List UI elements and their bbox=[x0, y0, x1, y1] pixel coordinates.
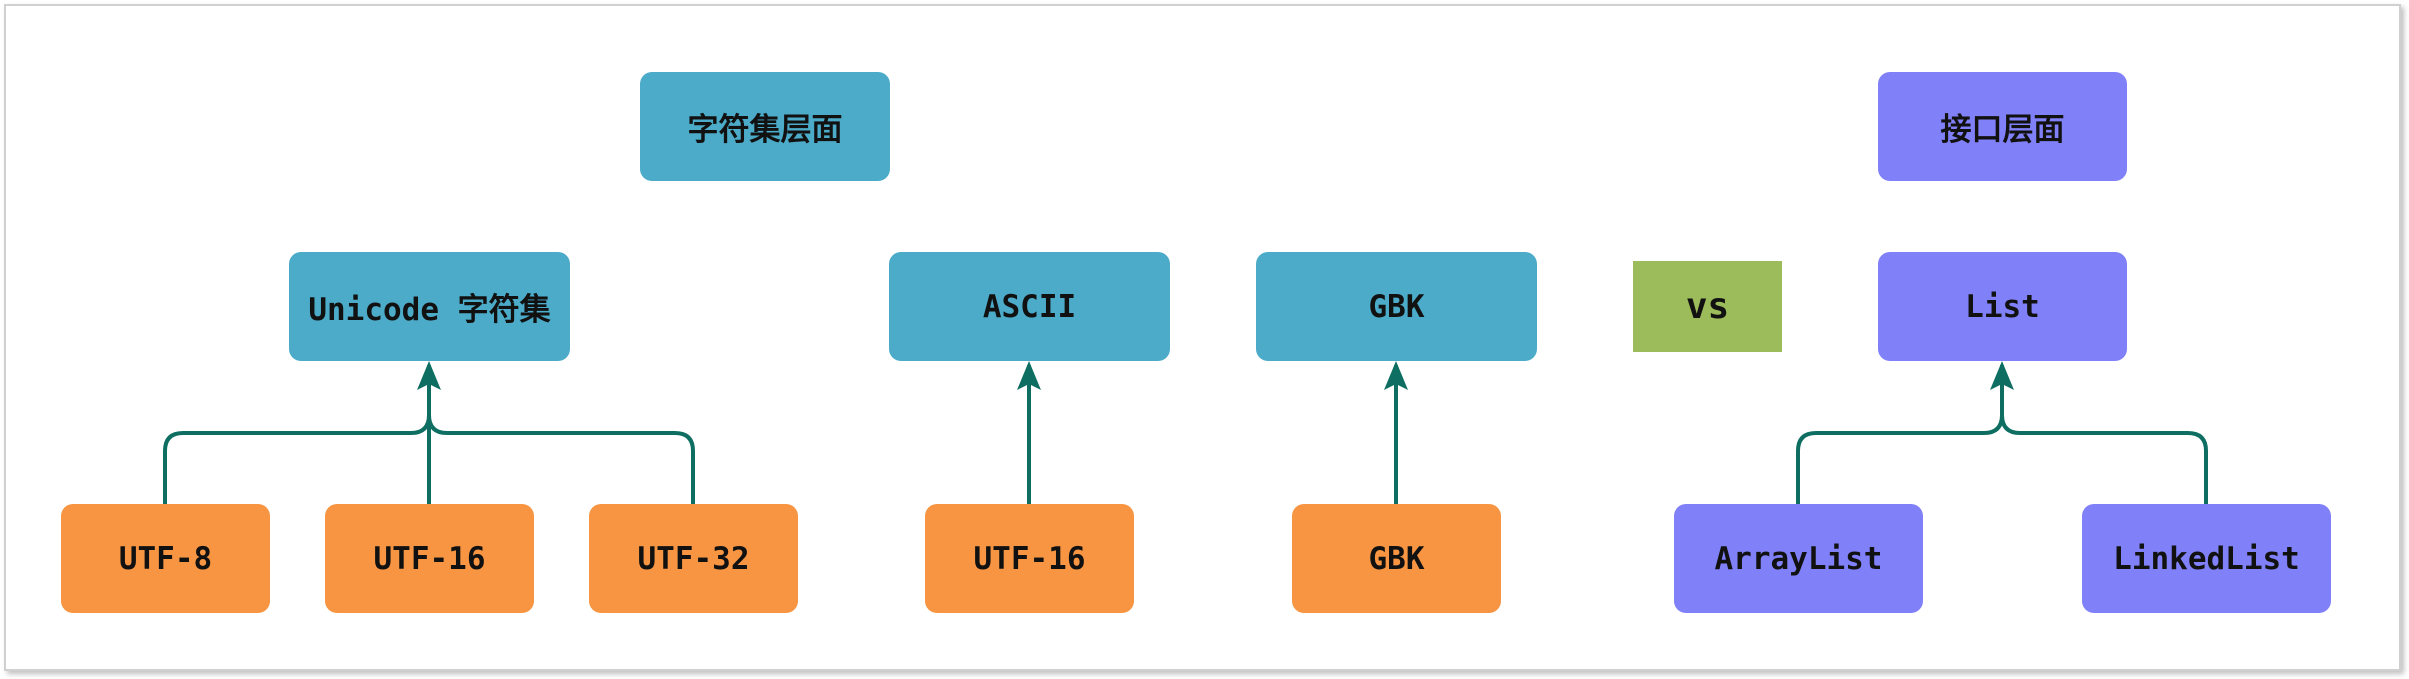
utf16-unicode-node: UTF-16 bbox=[325, 504, 534, 613]
gbk-charset-node: GBK bbox=[1256, 252, 1537, 361]
charset-level-node: 字符集层面 bbox=[640, 72, 890, 181]
ascii-node: ASCII bbox=[889, 252, 1170, 361]
gbk-encoding-node: GBK bbox=[1292, 504, 1501, 613]
interface-level-node: 接口层面 bbox=[1878, 72, 2127, 181]
arraylist-node: ArrayList bbox=[1674, 504, 1923, 613]
utf8-node: UTF-8 bbox=[61, 504, 270, 613]
utf16-ascii-node: UTF-16 bbox=[925, 504, 1134, 613]
unicode-charset-node: Unicode 字符集 bbox=[289, 252, 570, 361]
vs-label: vs bbox=[1633, 261, 1782, 352]
linkedlist-node: LinkedList bbox=[2082, 504, 2331, 613]
utf32-node: UTF-32 bbox=[589, 504, 798, 613]
list-interface-node: List bbox=[1878, 252, 2127, 361]
